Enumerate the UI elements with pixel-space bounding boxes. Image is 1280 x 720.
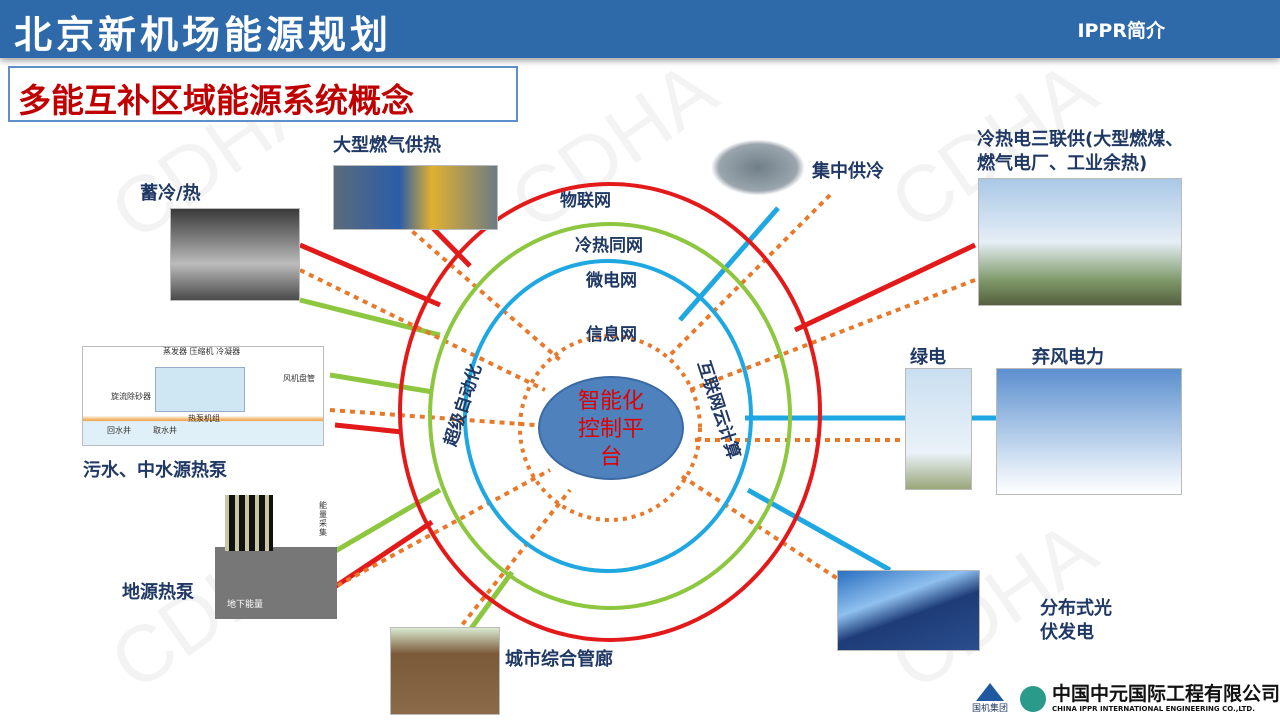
section-label: IPPR简介 xyxy=(1077,20,1165,42)
label-ground-heatpump: 地源热泵 xyxy=(122,582,194,603)
page-title: 北京新机场能源规划 xyxy=(14,13,393,57)
diagram-text: 蒸发器 压缩机 冷凝器 xyxy=(163,347,241,356)
label-gas-heating: 大型燃气供热 xyxy=(333,135,441,156)
solar-pv-image xyxy=(837,570,980,651)
ring-iot xyxy=(398,182,822,642)
label-pv: 分布式光 伏发电 xyxy=(1040,597,1112,645)
label-cchp: 冷热电三联供(大型燃煤、 燃气电厂、工业余热) xyxy=(977,128,1183,176)
ippr-logo-icon xyxy=(1020,686,1046,712)
red-link xyxy=(334,422,403,435)
header-bar: 北京新机场能源规划 IPPR简介 xyxy=(0,0,1280,58)
group-name: 国机集团 xyxy=(972,704,1009,714)
green-link xyxy=(329,372,434,395)
pv-line: 分布式光 xyxy=(1040,598,1112,619)
heatpump-unit-box xyxy=(155,367,245,412)
sewage-heatpump-diagram: 蒸发器 压缩机 冷凝器 风机盘管 旋流除砂器 热泵机组 回水井 取水井 xyxy=(82,346,324,446)
ring-label-info: 信息网 xyxy=(586,325,637,345)
subtitle: 多能互补区域能源系统概念 xyxy=(18,81,414,120)
red-link xyxy=(328,519,434,593)
diagram-text: 取水井 xyxy=(153,426,177,435)
diagram-text: 热泵机组 xyxy=(188,414,220,423)
diagram-text: 回水井 xyxy=(107,426,131,435)
transmission-tower-image xyxy=(996,368,1182,495)
chiller-image xyxy=(712,140,804,195)
diagram-text: 风机盘管 xyxy=(283,374,315,383)
power-plant-image xyxy=(978,178,1182,306)
core-text: 控制平 xyxy=(577,417,644,442)
label-storage: 蓄冷/热 xyxy=(140,183,201,204)
core-text: 台 xyxy=(599,445,622,470)
cchp-line: 燃气电厂、工业余热) xyxy=(977,153,1148,174)
mountain-icon xyxy=(976,683,1004,701)
ring-label-microgrid: 微电网 xyxy=(586,271,637,291)
green-link xyxy=(318,487,442,563)
storage-image xyxy=(170,208,300,301)
cchp-line: 冷热电三联供(大型燃煤、 xyxy=(977,129,1184,150)
wind-turbine-image xyxy=(905,368,972,490)
subtitle-box: 多能互补区域能源系统概念 xyxy=(8,66,518,122)
label-district-cooling: 集中供冷 xyxy=(812,161,884,182)
orange-dashed-links xyxy=(299,193,976,642)
blue-link xyxy=(678,206,780,322)
diagram-text: 旋流除砂器 xyxy=(111,392,151,401)
gas-heating-image xyxy=(333,165,498,230)
label-green-power: 绿电 xyxy=(910,347,946,368)
core-text: 智能化 xyxy=(577,389,644,414)
ring-label-heat-cool: 冷热同网 xyxy=(575,236,643,256)
diagram-text: 能量采集 xyxy=(319,501,327,537)
ring-info xyxy=(518,334,702,522)
label-wind-curtail: 弃风电力 xyxy=(1032,347,1104,368)
sinomach-logo: 国机集团 xyxy=(972,683,1008,714)
ring-label-iot: 物联网 xyxy=(560,191,611,211)
ground-source-diagram: 能量采集 地下能量 xyxy=(215,493,337,619)
ring-heat-cool xyxy=(428,222,792,610)
label-sewage-heatpump: 污水、中水源热泵 xyxy=(83,460,227,481)
ring-microgrid xyxy=(463,259,753,573)
label-utility-tunnel: 城市综合管廊 xyxy=(505,649,613,670)
utility-tunnel-image xyxy=(390,627,500,715)
company-name: 中国中元国际工程有限公司 CHINA IPPR INTERNATIONAL EN… xyxy=(1052,683,1280,713)
company-cn: 中国中元国际工程有限公司 xyxy=(1052,683,1280,705)
building-icon xyxy=(225,495,273,551)
red-link xyxy=(793,242,977,333)
company-en: CHINA IPPR INTERNATIONAL ENGINEERING CO.… xyxy=(1052,705,1255,713)
control-platform: 智能化 控制平 台 xyxy=(538,376,684,480)
pv-line: 伏发电 xyxy=(1040,622,1094,643)
red-link xyxy=(299,242,441,308)
diagram-text: 地下能量 xyxy=(227,600,264,610)
